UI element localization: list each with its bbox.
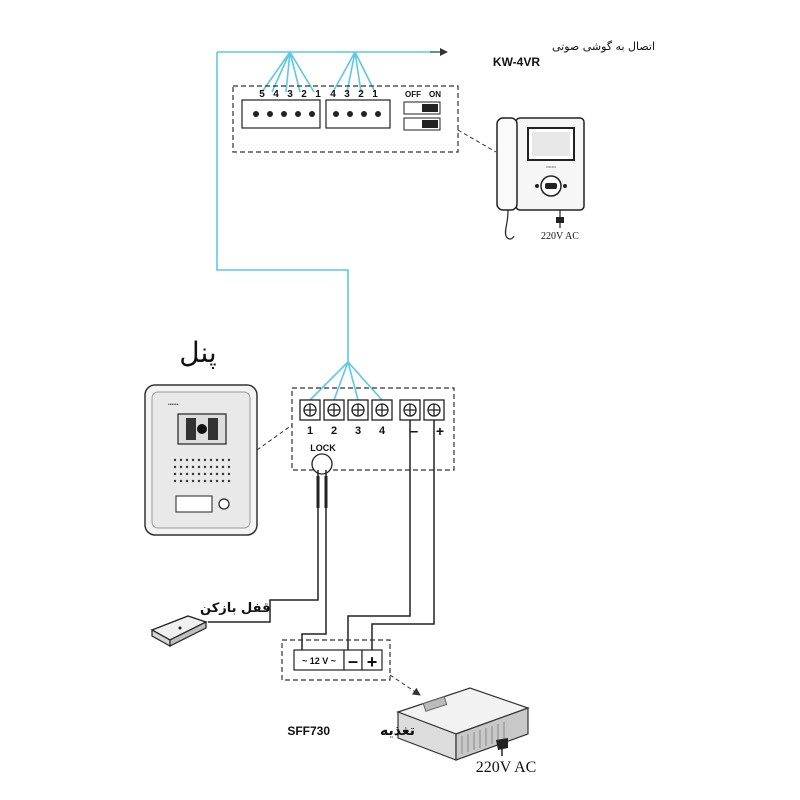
supply-pointer: [389, 674, 421, 696]
panel-term-2: 2: [331, 425, 337, 437]
panel-term-1: 1: [307, 425, 313, 437]
lock-label: LOCK: [310, 443, 336, 453]
panel-term-plus: +: [436, 423, 444, 439]
monitor-model: KW-4VR: [493, 55, 540, 69]
lock-wire-2: [301, 470, 327, 650]
switch-on-label: ON: [429, 90, 441, 99]
plus-terminal: [361, 649, 383, 671]
terminal-screws-b: [333, 111, 381, 117]
bus-main-wire: [216, 52, 349, 362]
handset-cord: [504, 209, 515, 240]
lock-wire-1: [208, 470, 319, 623]
panel-title: پنل: [179, 336, 216, 369]
electric-lock: [150, 615, 208, 648]
minus-wire: [347, 420, 411, 650]
power-plug-icon: [556, 217, 564, 223]
panel-term-3: 3: [355, 425, 361, 437]
dip-switches: [403, 101, 441, 131]
panel-term-4: 4: [379, 425, 386, 437]
term-a-label-2: 2: [301, 89, 307, 100]
call-button: [218, 498, 230, 510]
panel-fan-wires: [309, 361, 383, 401]
name-tag-window: [175, 495, 213, 513]
video-monitor: •••••••: [496, 117, 585, 240]
switch-off-label: OFF: [405, 90, 421, 99]
panel-screw-icons: [303, 403, 441, 417]
panel-pointer: [256, 424, 293, 451]
monitor-junction-box: [232, 85, 497, 153]
monitor-handset: [496, 117, 518, 211]
term-b-label-3: 3: [344, 89, 350, 100]
power-wires: [208, 420, 435, 650]
term-a-label-1: 1: [315, 89, 321, 100]
minus-terminal-label: –: [348, 651, 358, 671]
supply-model: SFF730: [287, 724, 330, 738]
terminal-screws-a: [253, 111, 315, 117]
group-a-fan-wires: [261, 51, 315, 93]
term-a-label-4: 4: [273, 89, 279, 100]
lock-cable-sleeve: [316, 476, 328, 508]
power-terminal-box: [281, 639, 391, 681]
group-b-fan-wires: [332, 51, 376, 93]
term-a-label-3: 3: [287, 89, 293, 100]
power-supply-unit: [396, 687, 530, 761]
ac-terminal-label: ~ 12 V ~: [302, 656, 336, 666]
panel-term-minus: –: [410, 423, 418, 440]
panel-terminal-box: [291, 387, 455, 475]
svg-text:••••••: ••••••: [168, 402, 179, 408]
outdoor-panel: ••••••: [144, 384, 258, 536]
monitor-power-label: 220V AC: [541, 231, 579, 242]
term-b-label-4: 4: [330, 89, 336, 100]
bus-wires: [216, 51, 445, 401]
lock-title: قفل بازکن: [200, 601, 271, 616]
speaker-grille: [173, 458, 231, 483]
camera-lens-icon: [197, 424, 207, 434]
supply-input-label: 220V AC: [476, 759, 537, 776]
term-b-label-2: 2: [358, 89, 364, 100]
plus-terminal-label: +: [367, 652, 378, 672]
supply-title: تغذیه: [380, 723, 415, 739]
term-b-label-1: 1: [372, 89, 378, 100]
term-a-label-5: 5: [259, 89, 265, 100]
handset-label: اتصال به گوشی صوتی: [552, 40, 655, 53]
supply-vents: [461, 722, 505, 754]
plus-wire: [371, 420, 435, 650]
lock-connector: [311, 453, 333, 475]
svg-text:•••••••: •••••••: [546, 164, 556, 169]
